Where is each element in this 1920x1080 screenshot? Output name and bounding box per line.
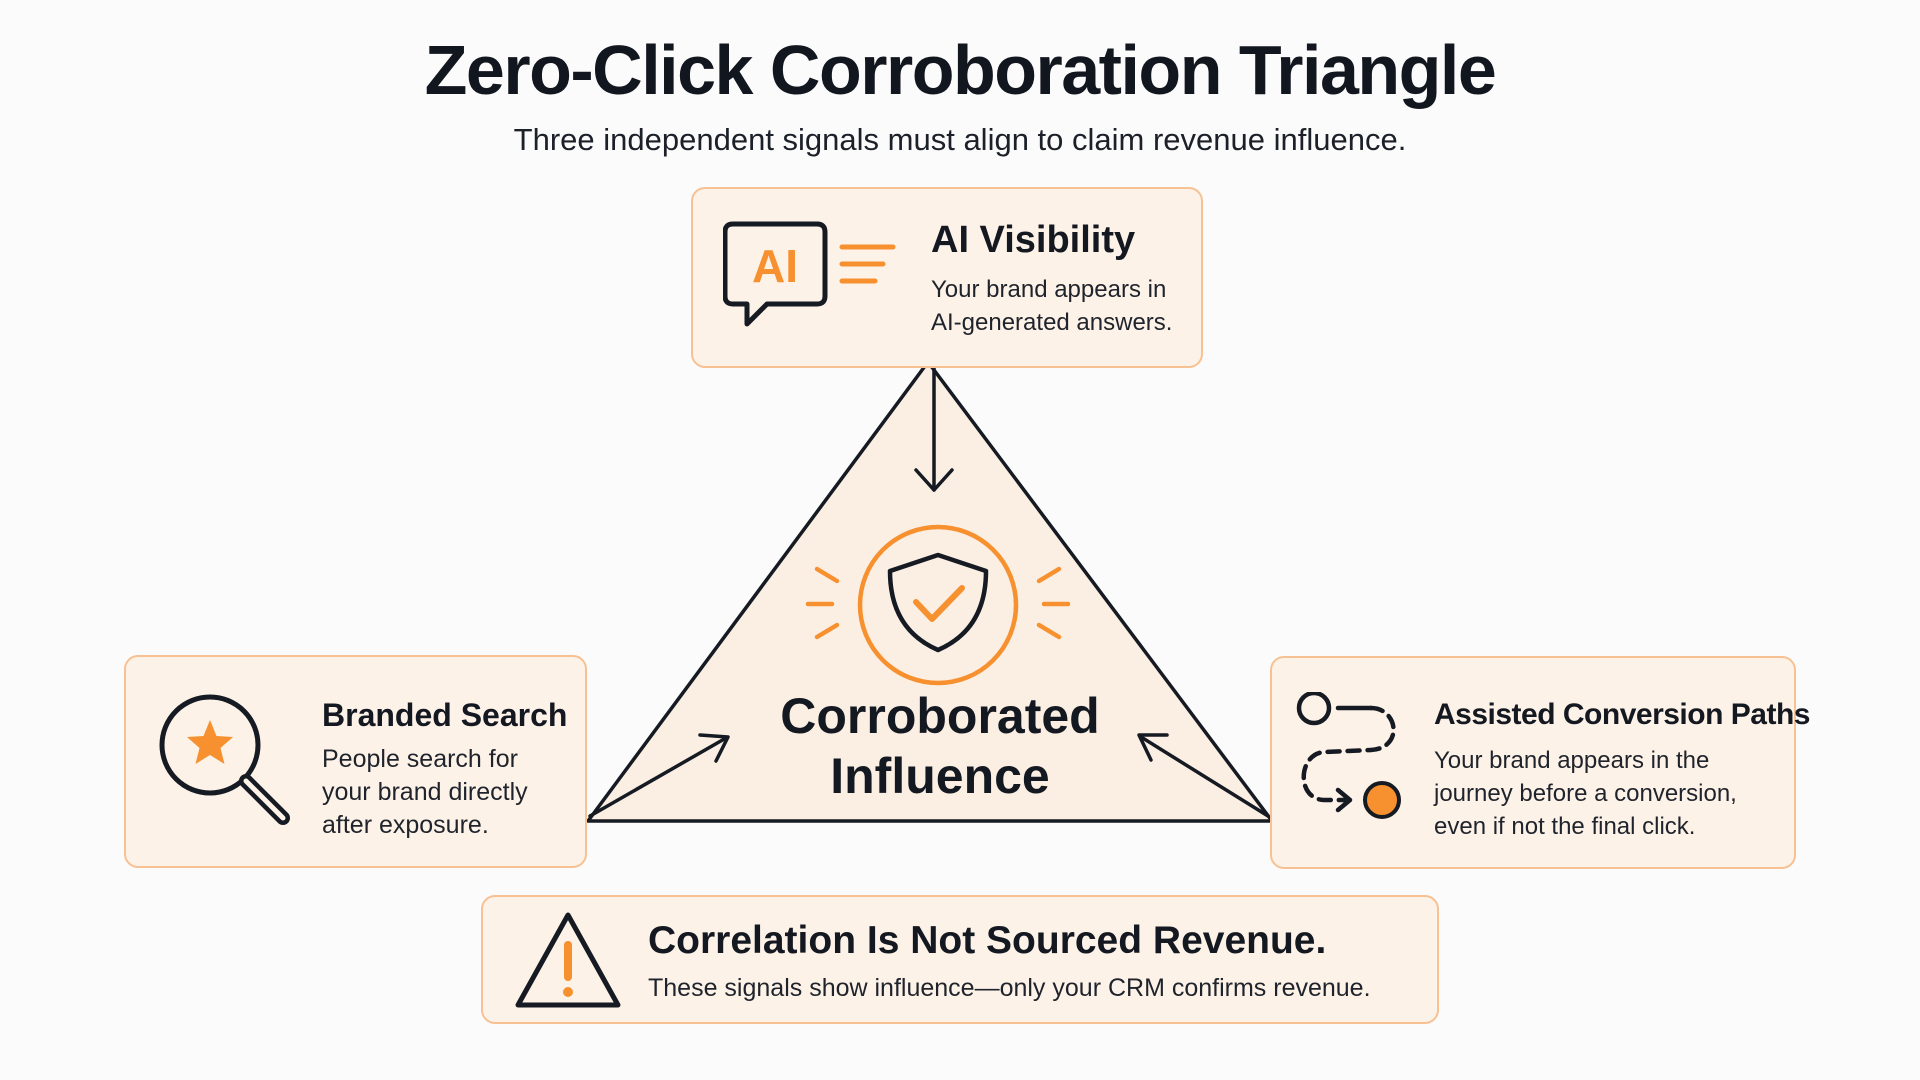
triangle-shape xyxy=(586,360,1274,823)
diagram-title: Zero-Click Corroboration Triangle xyxy=(424,31,1497,109)
branded-search-card: Branded Search People search for your br… xyxy=(124,655,587,868)
ai-visibility-title: AI Visibility xyxy=(931,219,1136,261)
ai-visibility-card: AI AI Visibility Your brand appears in A… xyxy=(691,187,1203,368)
warning-triangle-icon xyxy=(515,912,621,1008)
assisted-conversion-description: Your brand appears in the journey before… xyxy=(1434,747,1737,840)
assisted-conversion-card: Assisted Conversion Paths Your brand app… xyxy=(1270,656,1810,869)
ai-visibility-description: Your brand appears in AI-generated answe… xyxy=(931,276,1173,336)
diagram-subtitle: Three independent signals must align to … xyxy=(513,122,1407,157)
center-label: Corroborated Influence xyxy=(780,688,1100,804)
ai-chat-bubble-icon: AI xyxy=(723,221,896,327)
branded-search-title: Branded Search xyxy=(322,697,568,733)
conversion-path-icon xyxy=(1296,692,1401,819)
search-star-icon xyxy=(159,694,290,825)
assisted-conversion-title: Assisted Conversion Paths xyxy=(1434,698,1810,731)
shield-check-icon xyxy=(805,524,1071,686)
arrow-from-branded-search xyxy=(588,736,728,818)
warning-description: These signals show influence—only your C… xyxy=(648,974,1371,1002)
branded-search-description: People search for your brand directly af… xyxy=(322,745,528,839)
warning-title: Correlation Is Not Sourced Revenue. xyxy=(648,919,1327,962)
warning-callout: Correlation Is Not Sourced Revenue. Thes… xyxy=(481,895,1439,1024)
arrow-from-assisted-conversion xyxy=(1139,735,1270,818)
ai-icon-text: AI xyxy=(752,240,798,292)
